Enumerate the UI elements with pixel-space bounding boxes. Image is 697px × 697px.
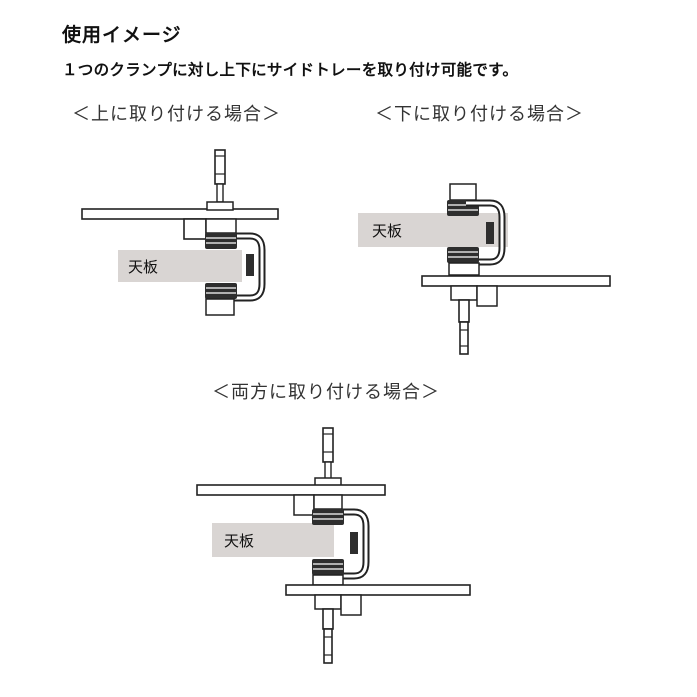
desk-board xyxy=(212,523,334,557)
desk-label: 天板 xyxy=(372,222,402,240)
diagram-mount-both: 天板 xyxy=(196,427,471,664)
desk-label: 天板 xyxy=(128,258,158,276)
tray-plate-lower xyxy=(285,584,471,596)
desk-board xyxy=(118,250,242,282)
section-label-both: ＜両方に取り付ける場合＞ xyxy=(212,382,440,403)
desk-board xyxy=(358,213,508,247)
desk-label: 天板 xyxy=(224,532,254,550)
section-label-bottom: ＜下に取り付ける場合＞ xyxy=(375,104,584,125)
tray-plate xyxy=(421,275,611,287)
diagram-mount-bottom: 天板 xyxy=(358,183,611,355)
diagram-mount-top: 天板 xyxy=(81,149,279,316)
section-label-top: ＜上に取り付ける場合＞ xyxy=(72,104,281,125)
page-subtitle: １つのクランプに対し上下にサイドトレーを取り付け可能です。 xyxy=(62,61,519,79)
page-title: 使用イメージ xyxy=(62,24,182,46)
tray-plate-upper xyxy=(196,484,386,496)
tray-plate xyxy=(81,208,279,220)
